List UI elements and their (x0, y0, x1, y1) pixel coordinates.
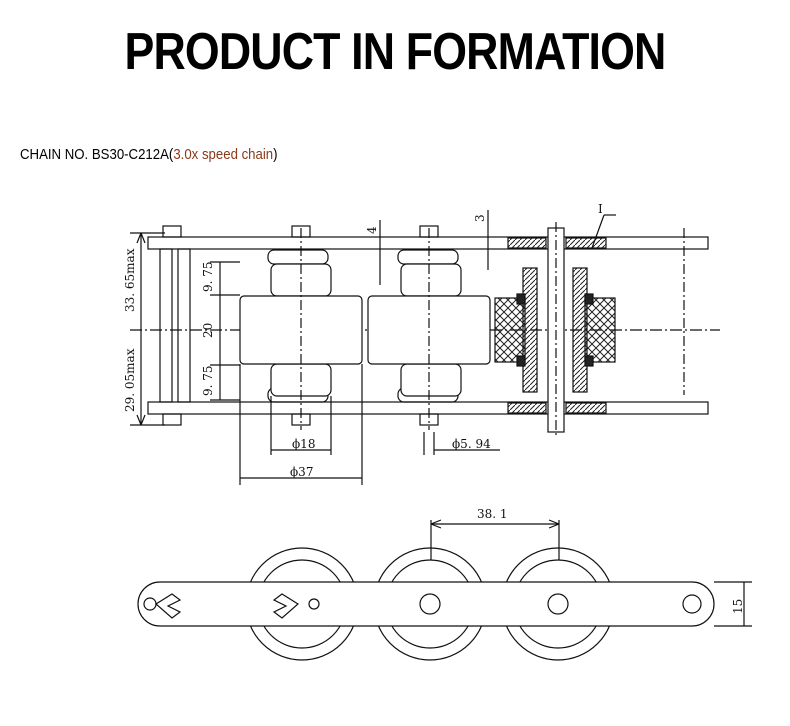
page-title: PRODUCT IN FORMATION (124, 23, 667, 81)
dim-height-bottom: 29. 05max (123, 348, 137, 412)
dim-bushing-thickness: 3 (473, 214, 487, 222)
dim-small-roller: ϕ18 (292, 437, 315, 451)
dim-upper-gap: 9. 75 (201, 261, 215, 292)
chain-number-prefix: CHAIN NO. BS30-C212A( (20, 146, 174, 163)
dim-large-roller: ϕ37 (290, 465, 313, 479)
chain-number-label: CHAIN NO. BS30-C212A(3.0x speed chain) (20, 146, 278, 163)
dim-plate-height: 15 (731, 599, 745, 614)
dim-pin-diameter: ϕ5. 94 (452, 437, 491, 451)
speed-chain-note: 3.0x speed chain (173, 146, 274, 163)
dim-height-top: 33. 65max (123, 248, 137, 312)
dim-lower-gap: 9. 75 (201, 365, 215, 396)
dim-center-width: 20 (201, 323, 215, 338)
dim-plate-thickness: 4 (365, 226, 379, 234)
detail-marker: I (598, 202, 603, 216)
dim-pitch: 38. 1 (477, 507, 508, 521)
side-view (137, 519, 752, 661)
top-view (130, 210, 720, 485)
chain-number-suffix: ) (273, 146, 278, 163)
